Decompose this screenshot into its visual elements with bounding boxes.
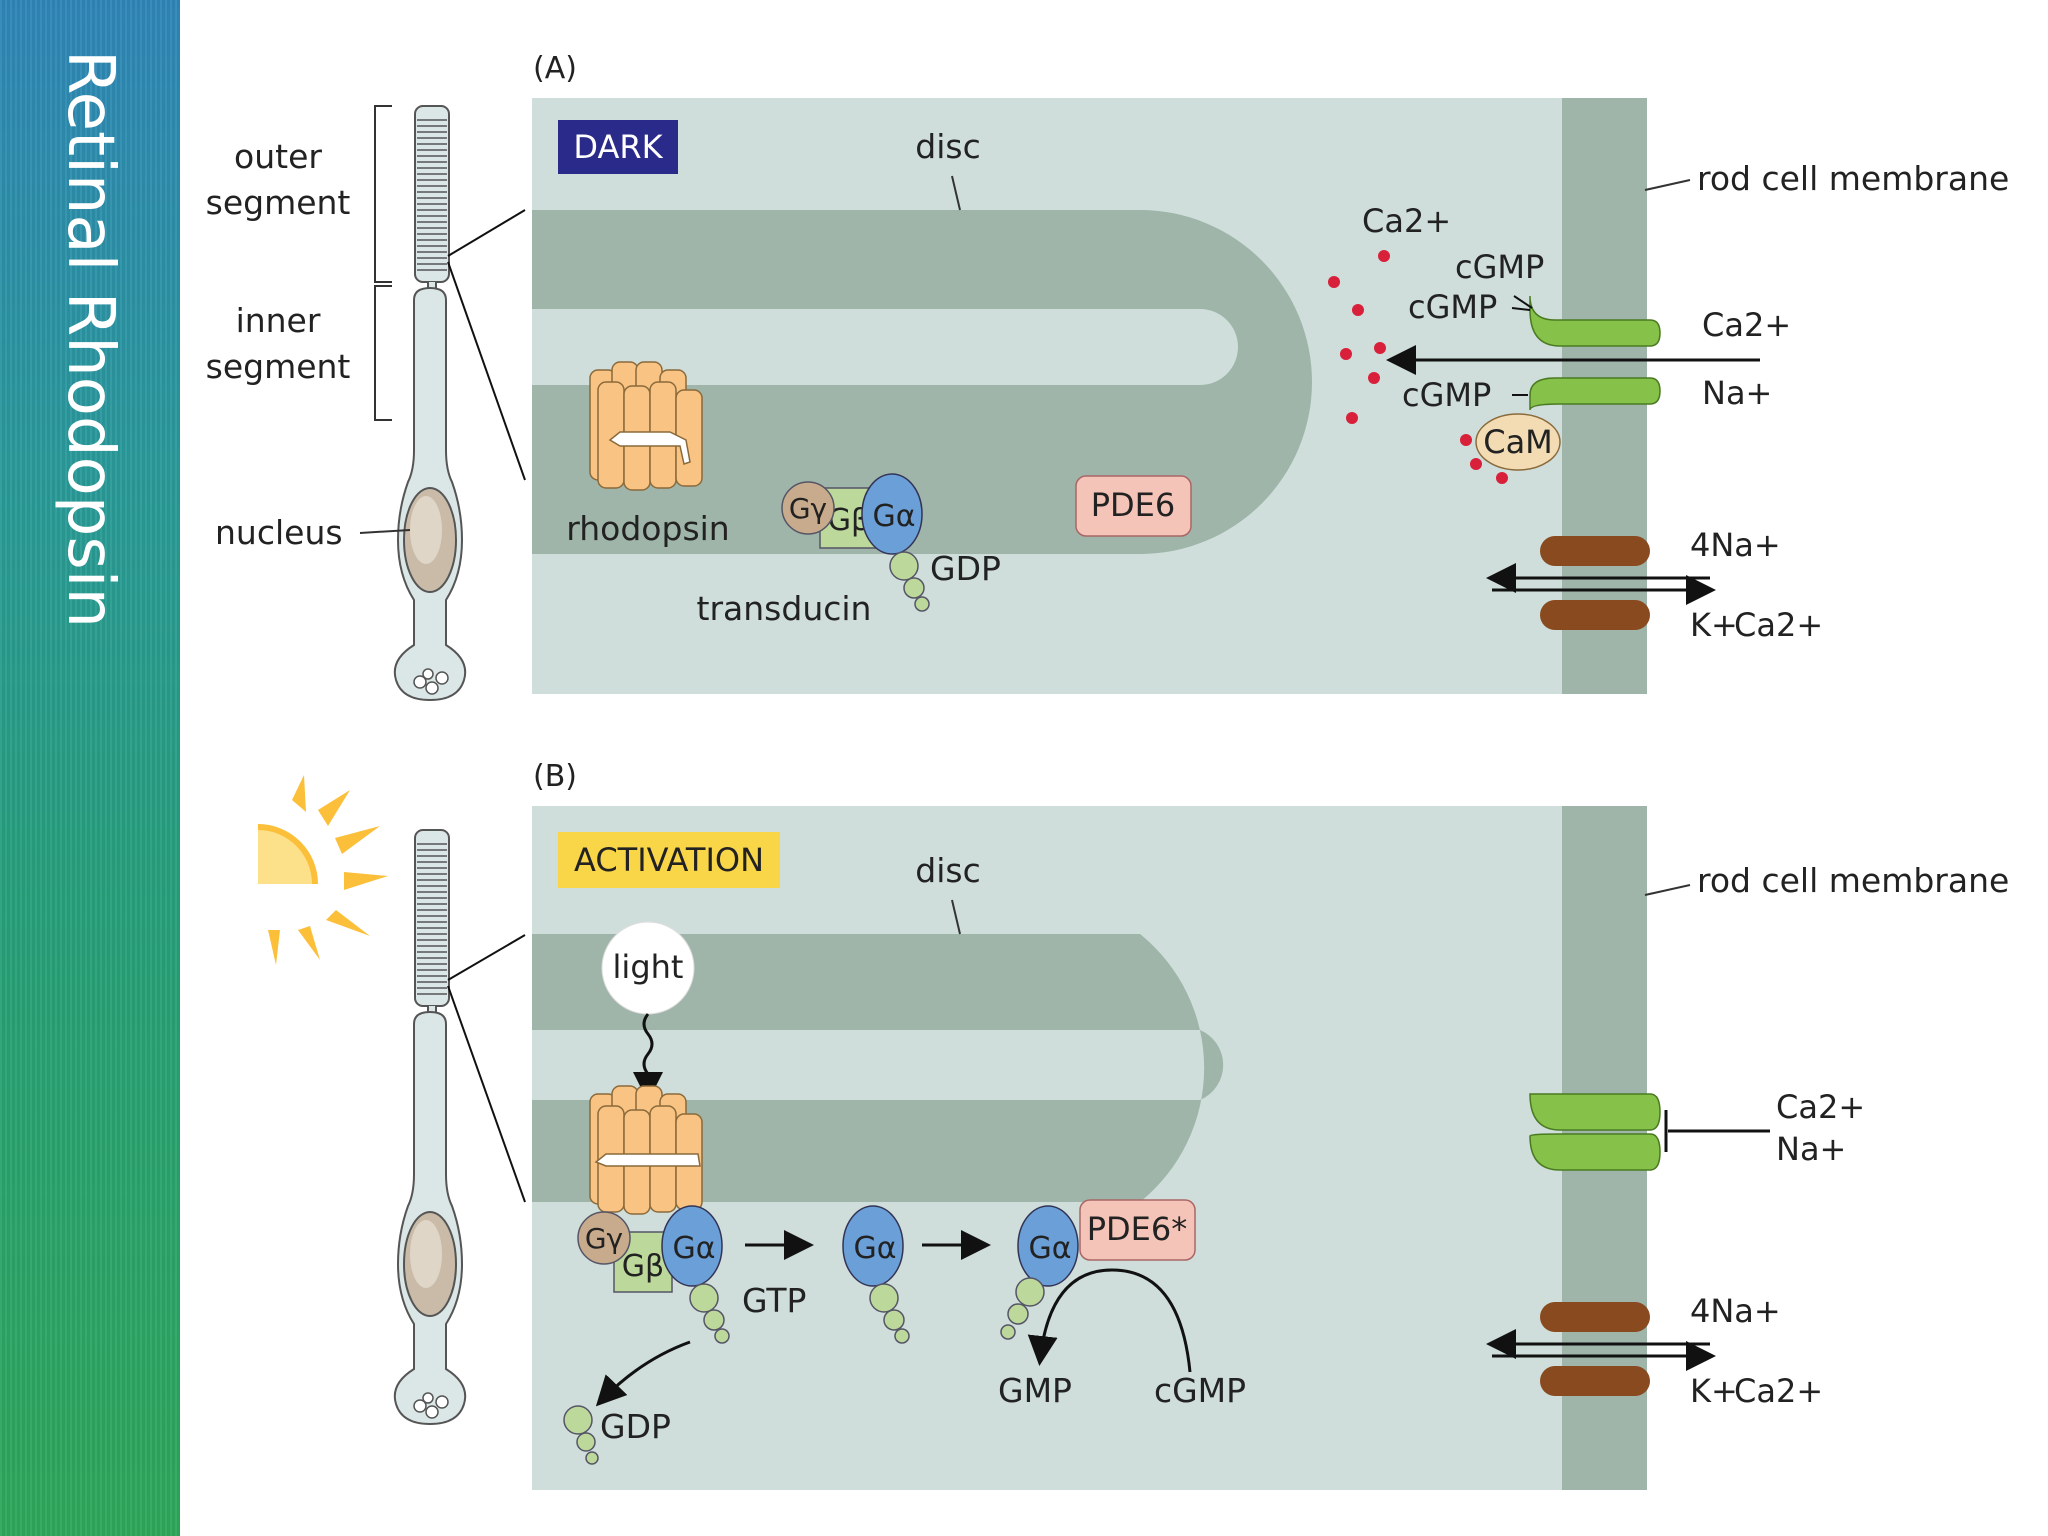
panel-b-label: (B)	[533, 759, 577, 794]
gmp-label: GMP	[998, 1371, 1072, 1410]
exchanger-ca-label-b: Ca2+	[1734, 1372, 1823, 1410]
pde6-label-a: PDE6	[1091, 486, 1176, 524]
membrane-label-a: rod cell membrane	[1697, 159, 2009, 198]
channel-ca-label-b: Ca2+	[1776, 1088, 1865, 1126]
nucleus-pointer	[359, 529, 411, 534]
channel-ca-label-a: Ca2+	[1702, 306, 1791, 344]
zoom-line-top-b	[447, 934, 526, 981]
rhodopsin-activated	[589, 1085, 703, 1215]
membrane-label-b: rod cell membrane	[1697, 861, 2009, 900]
membrane-pointer-a	[1644, 179, 1691, 191]
rod-cell-illustration	[393, 105, 467, 701]
channel-na-label-b: Na+	[1776, 1130, 1846, 1168]
g-alpha-b-2	[842, 1205, 904, 1287]
cng-channel-closed-bottom	[1529, 1133, 1661, 1171]
released-gdp	[563, 1405, 599, 1465]
inner-segment-label-1: inner	[236, 301, 321, 340]
activation-state-text: ACTIVATION	[574, 841, 764, 879]
zoom-line-top	[447, 209, 526, 257]
zoom-line-bottom	[447, 261, 526, 481]
panel-a: (A) outer segment inner segment nucleus …	[206, 51, 2009, 701]
gtp-tail-b-3	[1000, 1277, 1045, 1340]
pde6-a	[1075, 475, 1192, 537]
g-alpha-label-a: Gα	[872, 499, 915, 534]
g-gamma-label-b: Gγ	[585, 1222, 623, 1255]
calcium-interior-label: Ca2+	[1362, 202, 1451, 240]
outer-segment-bracket	[374, 105, 392, 283]
g-beta-label-b: Gβ	[622, 1249, 664, 1284]
channel-na-label-a: Na+	[1702, 374, 1772, 412]
dark-state-badge	[558, 120, 678, 174]
cng-channel-top-a	[1529, 295, 1661, 347]
g-alpha-label-b-1: Gα	[672, 1231, 715, 1266]
g-alpha-label-b-2: Gα	[853, 1231, 896, 1266]
calmodulin-label: CaM	[1483, 423, 1553, 461]
g-alpha-b-3	[1017, 1205, 1079, 1287]
disc-pointer-b	[951, 899, 961, 935]
pde6-label-b: PDE6*	[1087, 1210, 1188, 1248]
slide-title: Retinal Rhodopsin	[53, 50, 127, 629]
gdp-label-a: GDP	[930, 549, 1001, 588]
g-gamma-a	[781, 481, 835, 535]
cgmp-pointer-2	[1511, 307, 1531, 311]
disc-membrane-a	[532, 210, 1312, 554]
activation-state-badge	[558, 832, 780, 888]
exchanger-na-label-a: 4Na+	[1690, 526, 1781, 564]
inner-segment-bracket	[374, 285, 392, 421]
rhodopsin-a	[589, 361, 703, 491]
exchanger-k-label-a: K+	[1690, 606, 1738, 644]
cng-channel-closed-top	[1529, 1093, 1661, 1131]
g-alpha-label-b-3: Gα	[1028, 1231, 1071, 1266]
sidebar-texture	[0, 0, 180, 1536]
g-alpha-b-1	[661, 1205, 723, 1287]
disc-pointer-a	[951, 175, 961, 211]
pde6-activated	[1079, 1199, 1196, 1261]
exchanger-ca-label-a: Ca2+	[1734, 606, 1823, 644]
gdp-label-b: GDP	[600, 1407, 671, 1446]
sun-icon	[258, 775, 388, 965]
exchanger-k-label-b: K+	[1690, 1372, 1738, 1410]
disc-label-a: disc	[915, 127, 980, 166]
cgmp-label-2-a: cGMP	[1408, 288, 1497, 326]
g-gamma-b	[577, 1211, 631, 1265]
gdp-release-arrow	[595, 1340, 691, 1407]
exchanger-bottom-a	[1540, 600, 1650, 630]
g-gamma-label-a: Gγ	[789, 492, 827, 525]
cgmp-label-b: cGMP	[1154, 1371, 1246, 1410]
panel-b: (B) ACTIVATION disc	[258, 759, 2009, 1490]
cng-channel-bottom-a	[1529, 377, 1661, 411]
cgmp-pointer-1	[1513, 295, 1533, 309]
membrane-pointer-b	[1644, 884, 1691, 896]
exchanger-top-a	[1540, 536, 1650, 566]
cgmp-hydrolysis-arrow	[1027, 1268, 1192, 1373]
dark-state-text: DARK	[573, 128, 663, 166]
nucleus-label: nucleus	[215, 513, 343, 552]
outer-segment-label-2: segment	[206, 183, 351, 222]
calcium-ions-a	[1328, 250, 1508, 484]
transducin-label: transducin	[697, 589, 872, 628]
exchanger-bottom-b	[1540, 1366, 1650, 1396]
g-alpha-a	[861, 473, 923, 555]
rod-cell-illustration-b	[393, 829, 467, 1425]
disc-label-b: disc	[915, 851, 980, 890]
outer-segment-label-1: outer	[234, 137, 322, 176]
exchanger-na-label-b: 4Na+	[1690, 1292, 1781, 1330]
zoom-line-bottom-b	[447, 985, 526, 1203]
panel-a-label: (A)	[533, 51, 577, 86]
exchanger-top-b	[1540, 1302, 1650, 1332]
calmodulin	[1475, 413, 1561, 471]
rhodopsin-label-a: rhodopsin	[566, 509, 729, 548]
gtp-label: GTP	[742, 1281, 806, 1320]
inner-segment-label-2: segment	[206, 347, 351, 386]
cgmp-label-3-a: cGMP	[1402, 376, 1491, 414]
title-sidebar: Retinal Rhodopsin	[0, 0, 180, 1536]
cgmp-label-1-a: cGMP	[1455, 248, 1544, 286]
light-label: light	[613, 948, 684, 986]
disc-membrane-b	[532, 934, 1224, 1202]
light-photon-arrow	[633, 1013, 663, 1102]
